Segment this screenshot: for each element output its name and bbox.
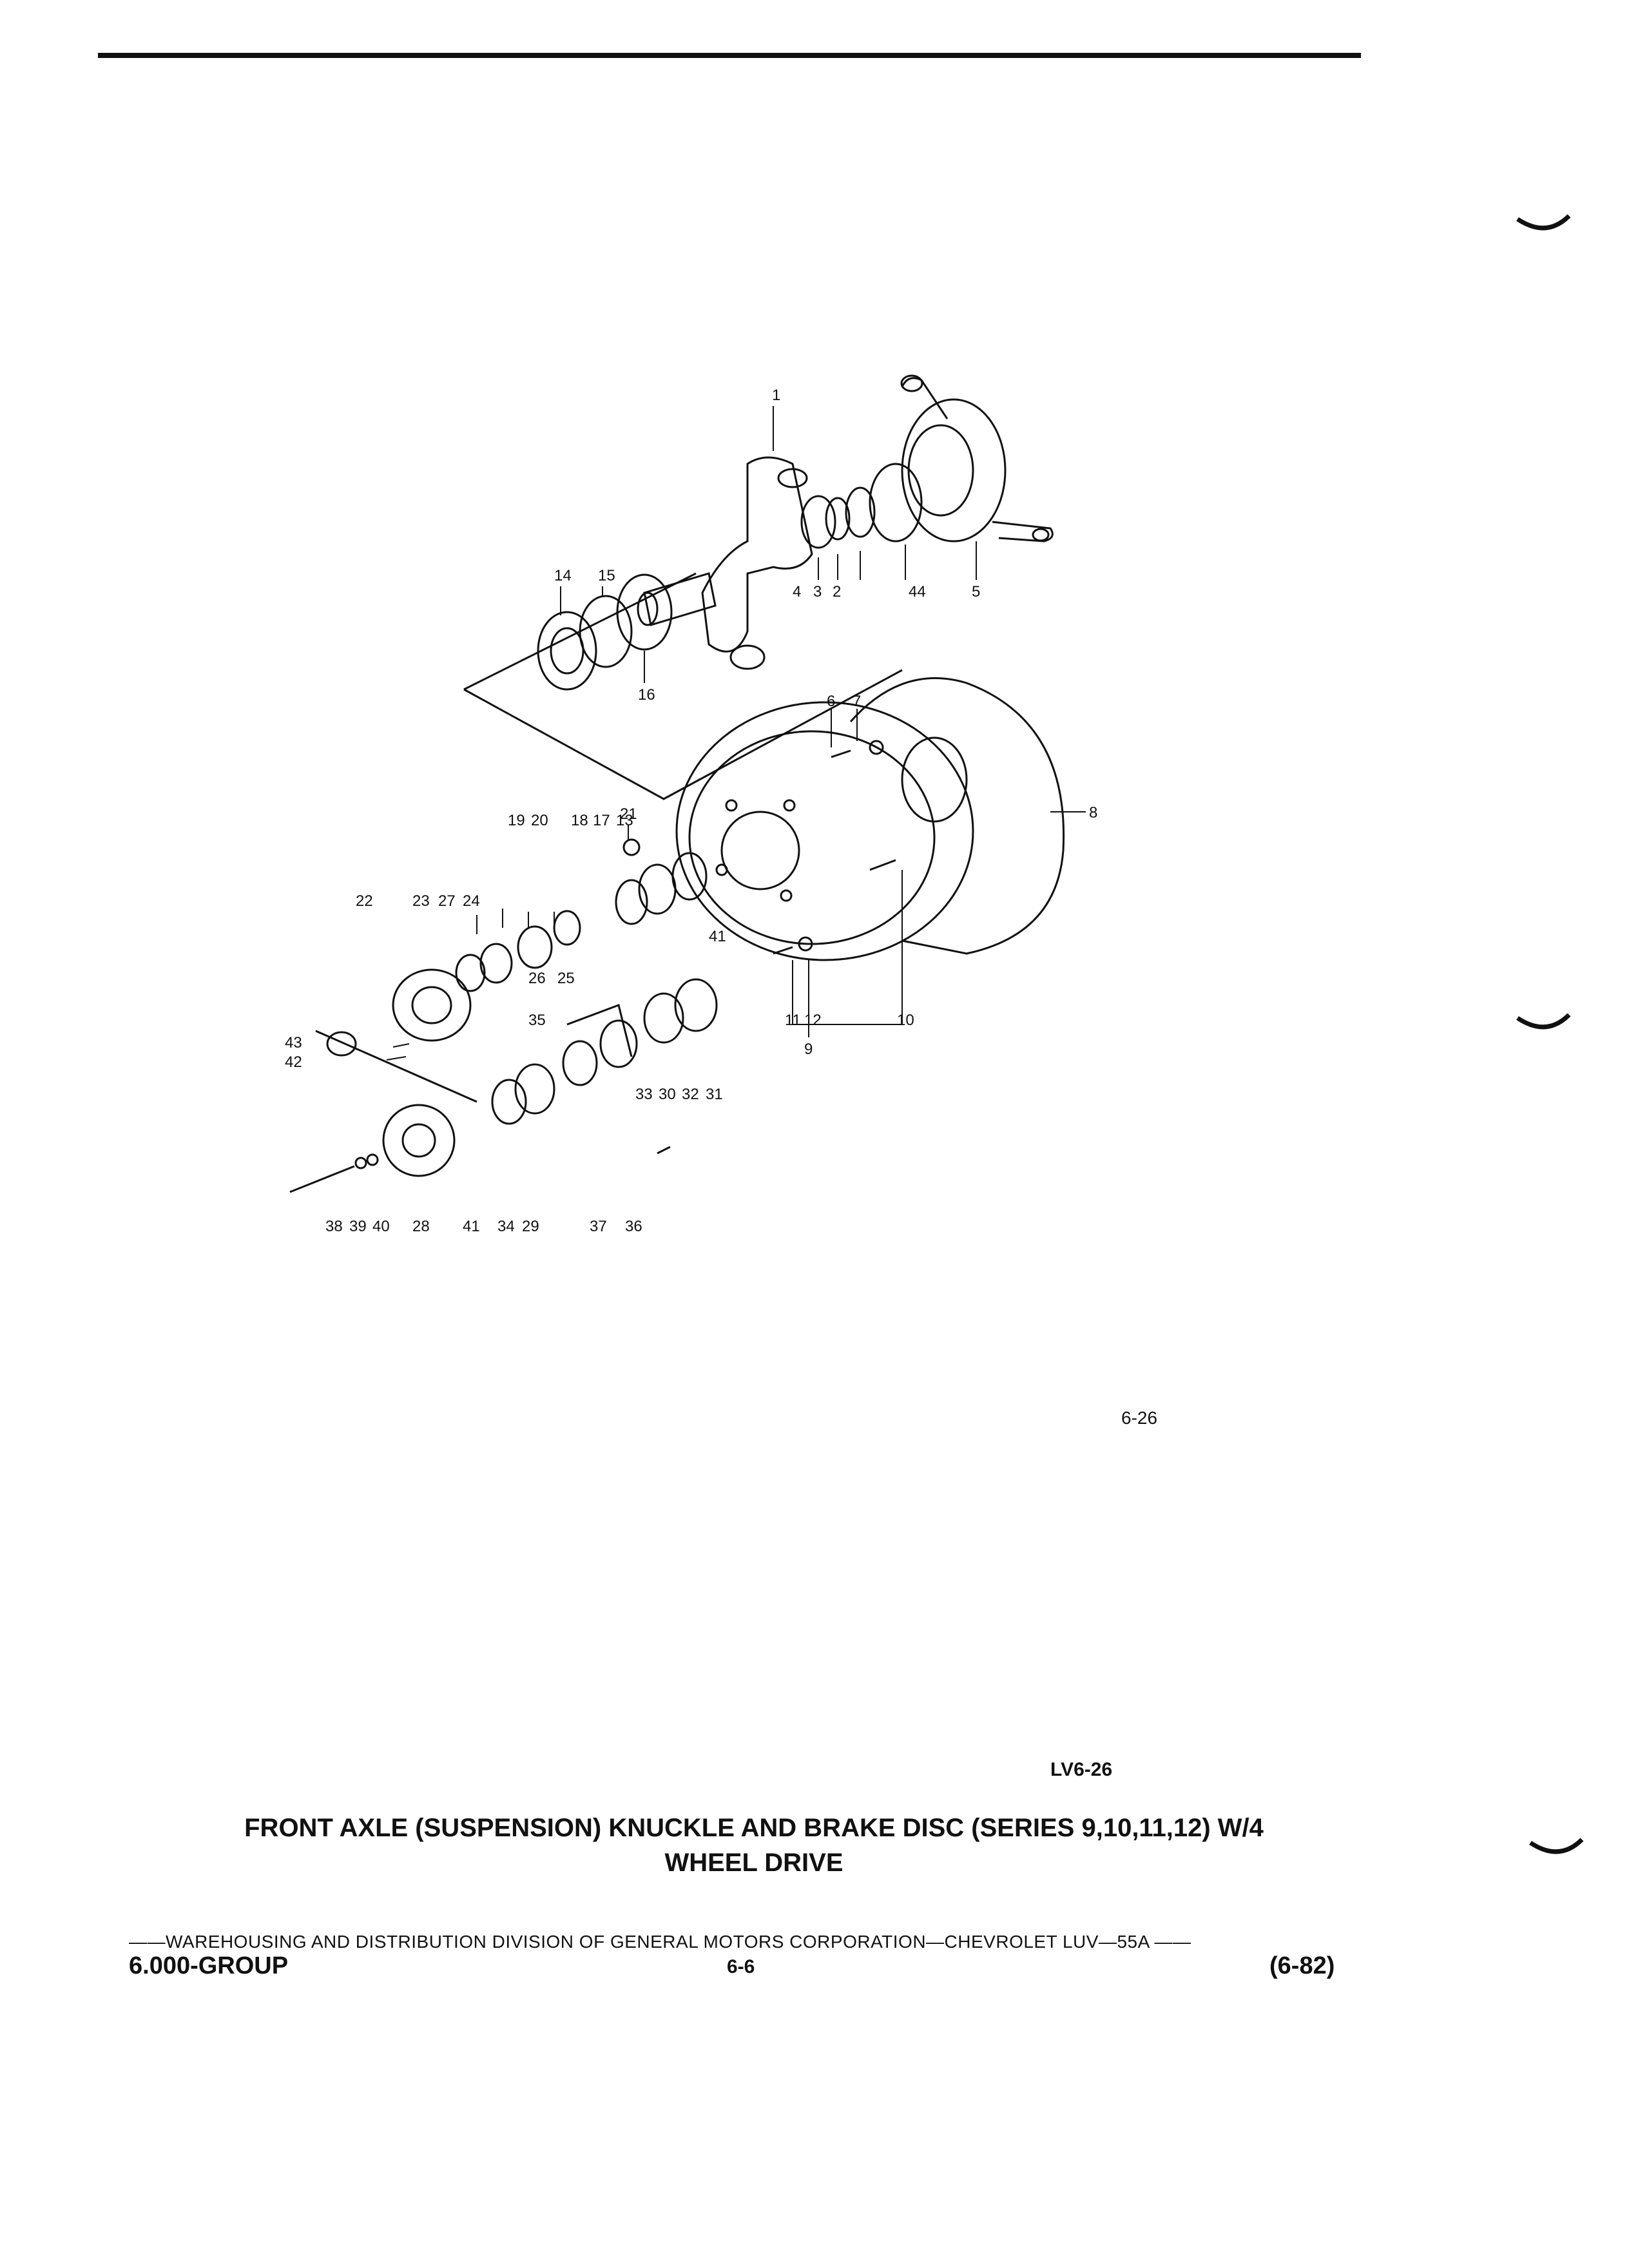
part-number: 39	[349, 1218, 367, 1235]
part-number: 10	[897, 1012, 914, 1029]
part-number: 37	[590, 1218, 607, 1235]
part-number: 8	[1089, 804, 1098, 822]
part-number: 20	[531, 812, 548, 829]
bearing-set	[463, 572, 903, 800]
binder-mark	[1516, 1013, 1571, 1030]
part-number: 15	[598, 567, 615, 584]
hub-bearing-18	[615, 879, 648, 925]
part-number: 23	[412, 892, 430, 910]
part-number: 2	[833, 583, 842, 601]
group-number: 6.000-GROUP	[129, 1952, 289, 1979]
part-number: 42	[285, 1053, 302, 1071]
part-number: 5	[972, 583, 981, 601]
part-number: 33	[635, 1086, 653, 1103]
part-number: 22	[356, 892, 373, 910]
top-rule	[98, 53, 1361, 58]
part-number: 28	[412, 1218, 430, 1235]
nut-21	[622, 838, 641, 856]
part-number: 34	[497, 1218, 515, 1235]
figure-number: 6-26	[1121, 1408, 1158, 1428]
needle-bearing	[800, 495, 836, 549]
part-number: 32	[682, 1086, 699, 1103]
publisher-line: ——WAREHOUSING AND DISTRIBUTION DIVISION …	[129, 1932, 1191, 1952]
washer-7	[869, 740, 884, 755]
seal-retainer	[869, 463, 923, 543]
thrust-washer	[845, 486, 876, 538]
part-number: 44	[909, 583, 926, 601]
part-number: 35	[528, 1012, 546, 1029]
washer-12	[798, 936, 813, 952]
binder-mark	[1516, 214, 1571, 231]
page-number: 6-6	[727, 1956, 755, 1977]
part-number: 19	[508, 812, 525, 829]
part-number: 24	[463, 892, 480, 910]
part-number: 26	[528, 970, 546, 987]
part-number: 13	[616, 812, 633, 829]
part-number: 11	[785, 1012, 801, 1029]
part-number: 21	[620, 805, 637, 823]
part-number: 17	[593, 812, 610, 829]
leader-lines	[386, 406, 1086, 1061]
binder-mark	[1529, 1838, 1584, 1854]
part-number: 1	[772, 387, 781, 404]
part-number: 30	[659, 1086, 676, 1103]
part-number: 12	[804, 1012, 822, 1029]
title-line-2: WHEEL DRIVE	[664, 1849, 843, 1877]
diagram-artwork	[289, 374, 1086, 1193]
bolt-10	[869, 859, 896, 871]
part-number: 43	[285, 1034, 302, 1052]
part-number: 14	[554, 567, 572, 584]
part-number: 41	[463, 1218, 480, 1235]
part-number: 31	[706, 1086, 723, 1103]
dust-shield	[849, 677, 1065, 955]
part-number: 27	[438, 892, 456, 910]
bolt-11	[773, 946, 793, 955]
part-number: 29	[522, 1218, 539, 1235]
part-number: 38	[325, 1218, 343, 1235]
brake-disc	[675, 701, 974, 961]
part-number: 25	[557, 970, 575, 987]
hub-13	[671, 852, 708, 901]
reference-code: LV6-26	[1050, 1759, 1113, 1780]
locking-hub-assembly	[289, 910, 718, 1193]
exploded-parts-diagram: 1 2 3 4 5 6 7 8 9 10 11 12 13 14 15 16 1…	[258, 361, 1211, 1456]
part-number: 18	[571, 812, 588, 829]
part-number: 7	[853, 693, 862, 710]
part-number: 9	[804, 1041, 813, 1058]
part-number: 3	[813, 583, 822, 601]
title-line-1: FRONT AXLE (SUSPENSION) KNUCKLE AND BRAK…	[244, 1814, 1264, 1842]
part-number: 36	[625, 1218, 642, 1235]
part-number: 41	[709, 928, 726, 945]
page-title: FRONT AXLE (SUSPENSION) KNUCKLE AND BRAK…	[116, 1811, 1392, 1880]
bolt-6	[831, 749, 851, 758]
steering-knuckle	[637, 456, 813, 670]
revision-date: (6-82)	[1269, 1952, 1335, 1979]
part-number: 4	[793, 583, 802, 601]
axle-housing-end	[900, 374, 1054, 543]
part-number: 16	[638, 686, 655, 704]
oil-seal	[825, 497, 851, 541]
part-number: 40	[372, 1218, 390, 1235]
part-number: 6	[827, 693, 836, 710]
